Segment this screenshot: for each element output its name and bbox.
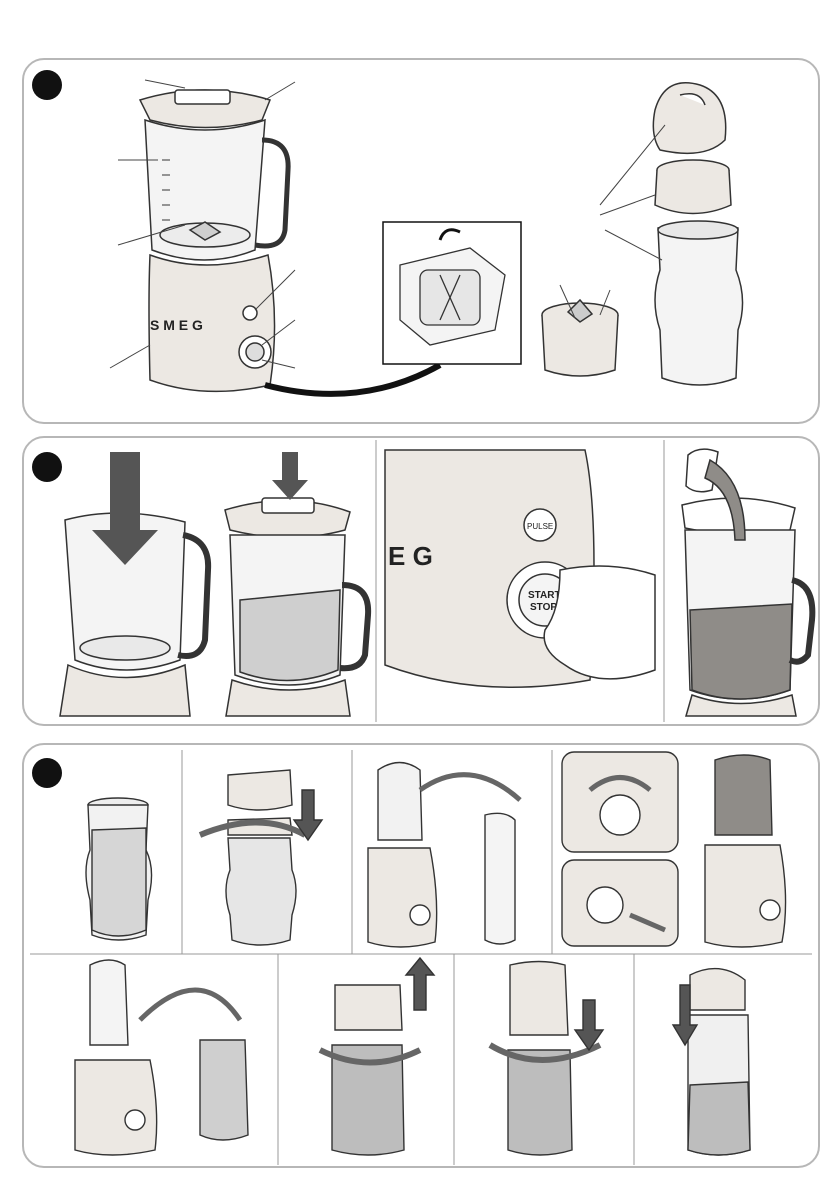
bottle-filled-food — [86, 798, 152, 940]
arrow-down-icon — [575, 1000, 603, 1050]
screw-lid — [490, 962, 603, 1156]
bottle-on-base — [368, 763, 520, 948]
bottle-juice-on-base — [705, 755, 786, 947]
knob-closeups — [562, 752, 678, 946]
screw-blade — [200, 770, 322, 945]
remove-bottle — [75, 960, 248, 1155]
unscrew-blade — [320, 958, 434, 1155]
arrow-down-icon — [406, 958, 434, 1010]
attach-cap — [673, 969, 750, 1155]
